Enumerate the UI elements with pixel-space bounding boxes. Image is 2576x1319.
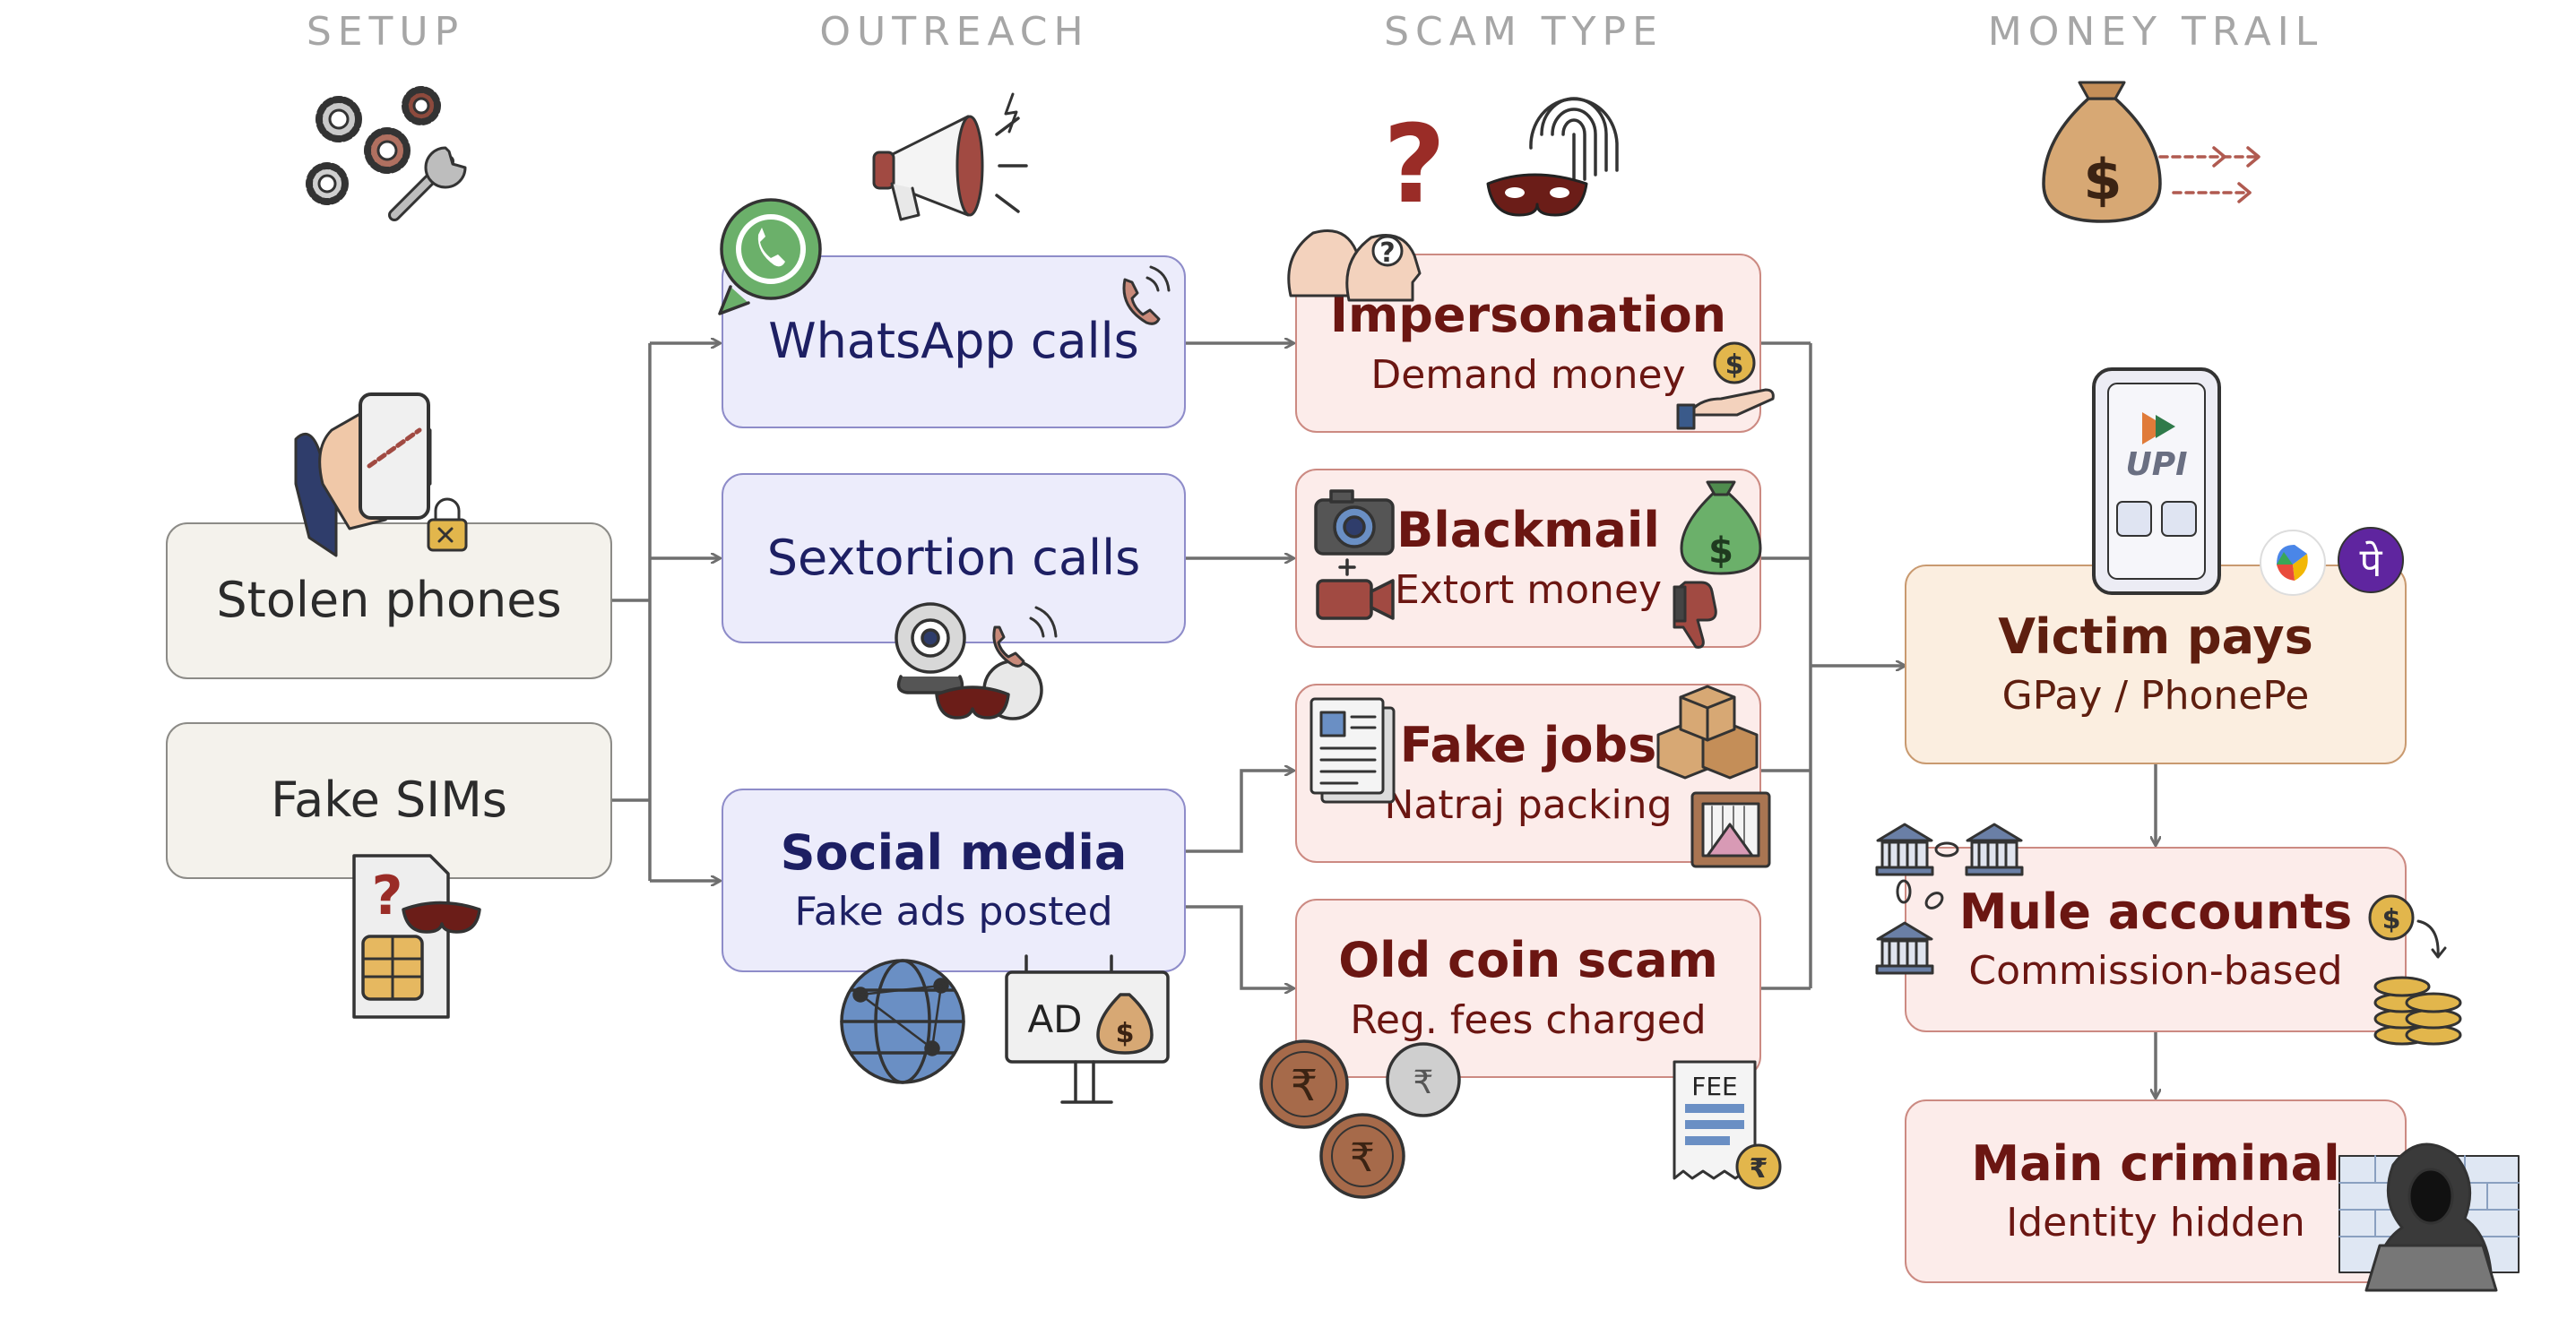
node-social-media-subtitle: Fake ads posted	[794, 889, 1113, 935]
connector-setup-trunk	[612, 343, 652, 881]
coin-stack-icon: $	[2368, 894, 2462, 1046]
coin-stack-dollar-text: $	[2382, 904, 2401, 935]
header-setup: SETUP	[306, 9, 465, 55]
node-old-coin-scam-title: Old coin scam	[1338, 932, 1718, 989]
resume-document-icon	[1310, 697, 1396, 804]
node-mule-accounts: Mule accounts Commission-based	[1905, 847, 2407, 1032]
phone-ring-icon	[1122, 265, 1171, 325]
upi-phone-icon: UPI	[2092, 367, 2221, 595]
node-social-media: Social media Fake ads posted	[722, 789, 1186, 972]
node-mule-accounts-subtitle: Commission-based	[1968, 948, 2343, 995]
money-bag-thumbs-icon: $	[1673, 480, 1762, 649]
sim-card-mask-icon: ?	[352, 854, 481, 1019]
fee-receipt-icon: FEE ₹	[1673, 1060, 1782, 1190]
hooded-hacker-icon	[2338, 1142, 2520, 1292]
node-blackmail-subtitle: Extort money	[1394, 566, 1663, 613]
gpay-icon	[2260, 530, 2326, 596]
billboard-dollar-text: $	[1116, 1018, 1135, 1049]
video-camera-icon	[1316, 558, 1395, 620]
node-blackmail-title: Blackmail	[1396, 502, 1660, 559]
heads-question-text: ?	[1379, 237, 1395, 269]
whatsapp-icon	[718, 198, 822, 315]
node-whatsapp-calls-title: WhatsApp calls	[768, 313, 1139, 370]
megaphone-icon	[872, 92, 1028, 221]
node-stolen-phones-title: Stolen phones	[216, 572, 562, 629]
node-fake-sims-title: Fake SIMs	[271, 772, 507, 829]
billboard-ad-text: AD	[1027, 997, 1082, 1041]
node-stolen-phones: Stolen phones	[166, 522, 612, 679]
hand-coin-icon: $	[1676, 341, 1775, 430]
node-victim-pays-subtitle: GPay / PhonePe	[2001, 673, 2310, 720]
header-outreach: OUTREACH	[819, 9, 1090, 55]
node-impersonation: Impersonation Demand money	[1295, 254, 1761, 433]
node-fake-jobs-subtitle: Natraj packing	[1384, 781, 1673, 828]
node-social-media-title: Social media	[780, 823, 1128, 881]
arrow-to-fake-jobs	[1186, 771, 1293, 853]
webcam-mask-icon	[895, 602, 1058, 720]
gears-wrench-icon	[306, 86, 467, 221]
node-main-criminal: Main criminal Identity hidden	[1905, 1099, 2407, 1283]
hand-phone-lock-icon	[294, 392, 468, 557]
node-impersonation-subtitle: Demand money	[1370, 351, 1686, 398]
copper-coin-2-text: ₹	[1350, 1135, 1375, 1181]
loom-icon	[1690, 791, 1771, 868]
question-mark-text: ?	[1383, 103, 1446, 228]
bank-chain-icon	[1875, 823, 2024, 975]
receipt-rupee-text: ₹	[1750, 1153, 1768, 1185]
node-main-criminal-subtitle: Identity hidden	[2006, 1200, 2305, 1246]
phonepe-icon: पे	[2338, 527, 2404, 593]
node-whatsapp-calls: WhatsApp calls	[722, 255, 1186, 428]
node-main-criminal-title: Main criminal	[1971, 1134, 2340, 1192]
node-victim-pays-title: Victim pays	[1998, 608, 2313, 665]
question-fingerprint-mask-icon: ?	[1383, 97, 1619, 228]
ad-billboard-icon: AD $	[1005, 954, 1170, 1104]
node-sextortion-calls-title: Sextortion calls	[766, 529, 1141, 586]
node-mule-accounts-title: Mule accounts	[1958, 883, 2353, 940]
arrow-to-old-coin	[1186, 905, 1293, 988]
node-old-coin-scam-subtitle: Reg. fees charged	[1350, 996, 1707, 1043]
header-scam-type: SCAM TYPE	[1384, 9, 1664, 55]
receipt-fee-text: FEE	[1691, 1072, 1738, 1101]
silver-coin-text: ₹	[1413, 1065, 1434, 1101]
node-victim-pays: Victim pays GPay / PhonePe	[1905, 565, 2407, 764]
header-money-trail: MONEY TRAIL	[1987, 9, 2324, 55]
connector-scam-trunk	[1761, 341, 1812, 990]
coins-icon: ₹ ₹ ₹	[1259, 1039, 1461, 1199]
upi-logo-text: UPI	[2125, 446, 2187, 483]
camera-icon	[1314, 489, 1395, 556]
sim-question-text: ?	[372, 865, 403, 927]
copper-coin-text: ₹	[1291, 1061, 1318, 1111]
money-bag-dollar-text: $	[2083, 147, 2122, 212]
thumbs-bag-dollar-text: $	[1708, 530, 1733, 572]
hand-coin-dollar-text: $	[1725, 349, 1744, 381]
globe-icon	[840, 959, 965, 1084]
heads-question-icon: ?	[1287, 229, 1422, 302]
node-fake-jobs-title: Fake jobs	[1399, 717, 1657, 774]
node-old-coin-scam: Old coin scam Reg. fees charged	[1295, 899, 1761, 1078]
money-bag-arrows-icon: $	[2042, 81, 2260, 223]
phonepe-logo-text: पे	[2360, 540, 2383, 586]
boxes-icon	[1656, 685, 1759, 780]
